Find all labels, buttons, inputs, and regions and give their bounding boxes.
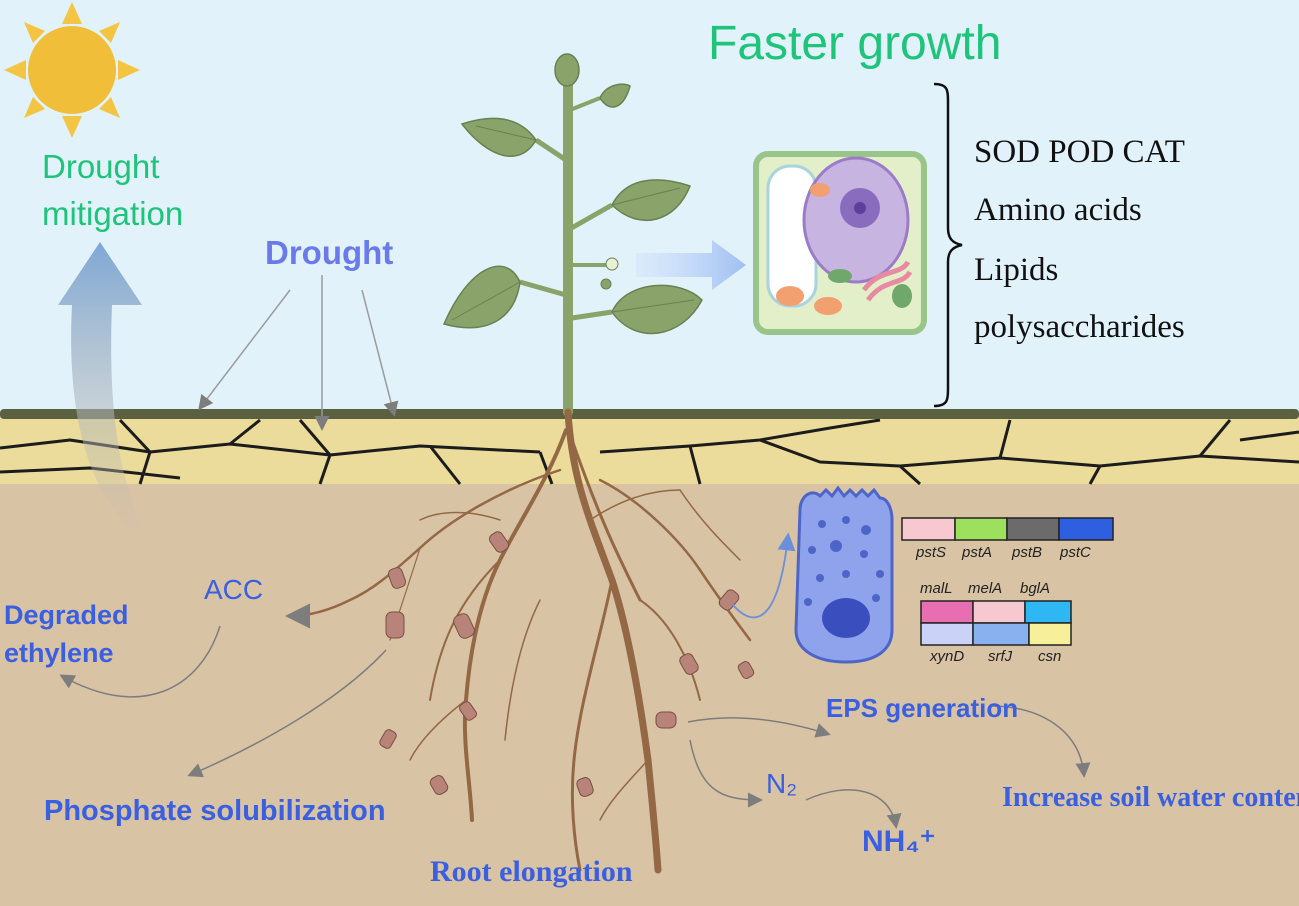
phosphate-solubilization-label: Phosphate solubilization bbox=[44, 795, 386, 827]
nh4-label: NH₄⁺ bbox=[862, 825, 936, 858]
plant-icon bbox=[442, 53, 703, 417]
drought-mitigation-label-line1: Drought bbox=[42, 148, 160, 185]
bacterium-cell-icon bbox=[794, 485, 894, 664]
gene-label: malL bbox=[920, 580, 953, 597]
headline: Faster growth bbox=[708, 17, 1002, 70]
drought-mitigation-label-line2: mitigation bbox=[42, 195, 184, 232]
process-arrows bbox=[59, 625, 1091, 829]
gene-label: pstA bbox=[962, 544, 993, 561]
gene-label: pstB bbox=[1012, 544, 1043, 561]
bacteria-rods bbox=[379, 531, 755, 797]
eps-generation-label: EPS generation bbox=[826, 693, 1019, 723]
compounds-brace bbox=[933, 82, 963, 408]
compound-item: SOD POD CAT bbox=[974, 134, 1185, 170]
n2-label: N₂ bbox=[766, 768, 798, 799]
degraded-ethylene-label-line2: ethylene bbox=[4, 638, 114, 668]
plant-cell-icon bbox=[753, 151, 927, 335]
plant-to-cell-arrow bbox=[636, 240, 746, 290]
acc-label: ACC bbox=[204, 574, 264, 605]
drought-arrows bbox=[198, 275, 399, 431]
ground-surface-line bbox=[0, 409, 1299, 419]
soil-cracks bbox=[0, 418, 1299, 486]
gene-label: csn bbox=[1038, 648, 1062, 665]
gene-label: srfJ bbox=[988, 648, 1013, 665]
gene-label: pstS bbox=[916, 544, 947, 561]
degraded-ethylene-label-line1: Degraded bbox=[4, 600, 129, 630]
soil-background bbox=[0, 414, 1299, 906]
gene-label: pstC bbox=[1060, 544, 1091, 561]
drought-mitigation-arrow bbox=[58, 242, 150, 545]
gene-label: bglA bbox=[1020, 580, 1051, 597]
bacterium-zoom-arrow bbox=[731, 532, 796, 619]
gene-blocks bbox=[901, 517, 1114, 646]
root-system bbox=[285, 408, 752, 874]
compound-item: polysaccharides bbox=[974, 309, 1185, 345]
drought-label: Drought bbox=[265, 234, 394, 271]
compound-item: Amino acids bbox=[974, 192, 1142, 228]
sun-icon bbox=[4, 2, 140, 138]
root-elongation-label: Root elongation bbox=[430, 855, 633, 888]
increase-soil-water-label: Increase soil water content bbox=[1002, 782, 1299, 813]
gene-label: xynD bbox=[930, 648, 965, 665]
compound-item: Lipids bbox=[974, 252, 1059, 288]
cracked-soil-layer bbox=[0, 418, 1299, 484]
gene-label: melA bbox=[968, 580, 1003, 597]
